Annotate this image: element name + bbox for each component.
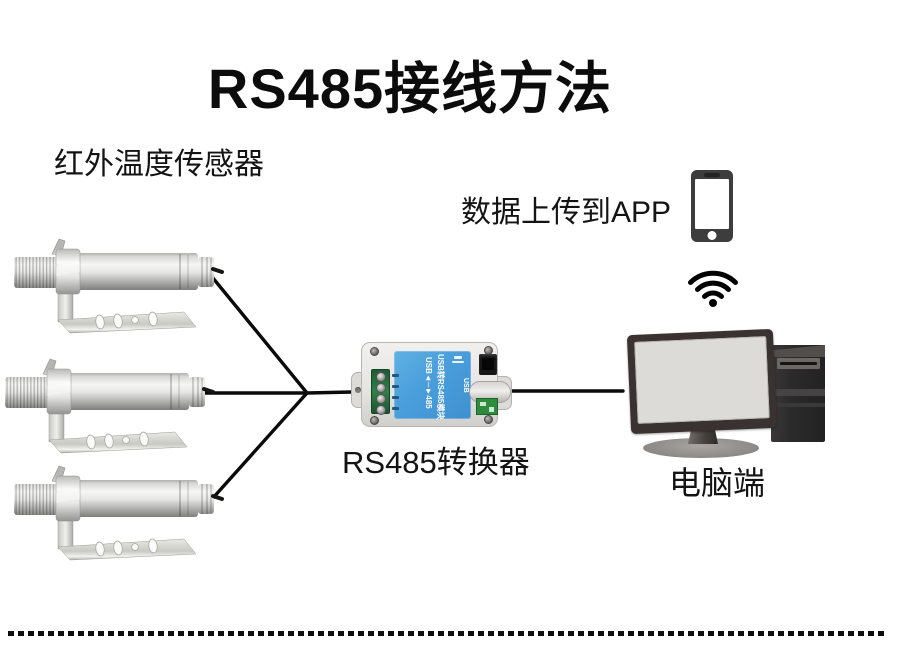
ir-temp-sensor-3 xyxy=(12,464,224,562)
separator-dashed-line xyxy=(8,631,885,636)
corner-screw-icon xyxy=(484,415,493,424)
smartphone-icon xyxy=(691,170,733,242)
corner-screw-icon xyxy=(370,347,379,356)
sticker-model-text: USB转RS485模块 xyxy=(436,354,445,420)
terminal-screw-icon xyxy=(376,383,386,393)
ir-temp-sensors xyxy=(3,237,224,562)
phone-speaker-slot xyxy=(704,173,720,177)
optical-drive-slot xyxy=(777,358,820,369)
monitor-screen xyxy=(634,336,770,424)
wire-junction-converter xyxy=(305,390,354,395)
mount-hole-icon xyxy=(355,387,361,393)
tower-seam xyxy=(771,389,825,396)
tower-top-face xyxy=(771,345,825,357)
sticker-usb-text: USB xyxy=(462,378,469,393)
pc-monitor xyxy=(626,328,778,435)
sticker-arrow-text: USB◄─►485 xyxy=(424,357,433,409)
rs485-converter-device: USB转RS485模块 USB◄─►485 USB xyxy=(351,341,513,433)
pc-tower xyxy=(771,345,825,442)
terminal-screw-icon xyxy=(376,394,386,404)
converter-label: RS485转换器 xyxy=(342,445,530,480)
ir-temp-sensor-2 xyxy=(3,357,215,455)
phone-home-button xyxy=(707,231,717,240)
terminal-screw-icon xyxy=(376,372,386,382)
app-upload-label: 数据上传到APP xyxy=(461,196,672,229)
converter-blue-sticker: USB转RS485模块 USB◄─►485 USB xyxy=(394,351,471,419)
sensors-group-label: 红外温度传感器 xyxy=(54,148,264,181)
page-title: RS485接线方法 xyxy=(207,57,613,120)
terminal-mark xyxy=(392,374,399,377)
monitor-base xyxy=(643,438,759,458)
terminal-mark xyxy=(392,407,399,410)
drive-slit xyxy=(780,362,817,365)
terminal-screw-icon xyxy=(376,405,386,415)
computer-label: 电脑端 xyxy=(669,465,766,501)
wire-sensor3-junction xyxy=(210,391,309,501)
corner-screw-icon xyxy=(370,416,379,425)
pcb-board xyxy=(476,398,498,415)
converter-body: USB转RS485模块 USB◄─►485 USB xyxy=(361,342,511,427)
tower-seam xyxy=(771,403,825,407)
wire-sensor1-junction xyxy=(206,270,309,395)
sticker-logo-icon xyxy=(452,356,464,365)
terminal-block xyxy=(371,369,390,415)
phone-screen xyxy=(695,179,729,229)
wifi-icon xyxy=(688,270,738,307)
terminal-mark xyxy=(392,385,399,388)
ir-temp-sensor-1 xyxy=(12,237,224,335)
terminal-mark xyxy=(392,396,399,399)
usb-port xyxy=(479,354,497,375)
